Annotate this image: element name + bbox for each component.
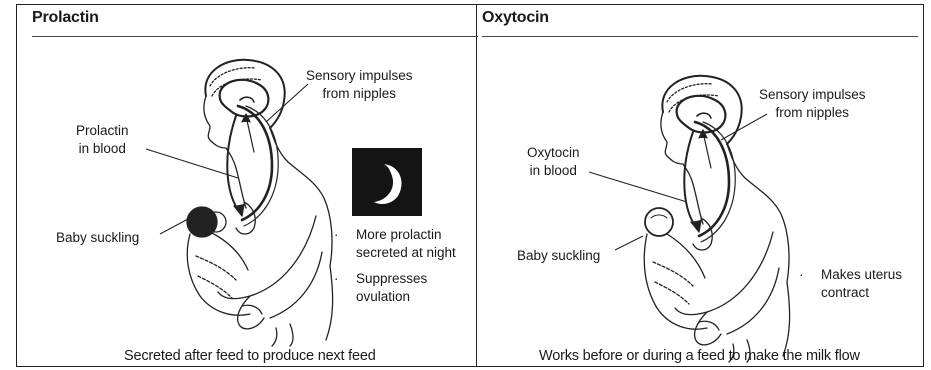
panel-caption: Works before or during a feed to make th… [539,347,860,365]
bullet-ovulation: · Suppresses ovulation [334,270,427,306]
sensory-impulses-label: Sensory impulses from nipples [759,86,866,122]
oxytocin-panel: Oxytocin [477,4,924,367]
bullet-text: Suppresses ovulation [356,270,427,306]
sensory-impulses-label: Sensory impulses from nipples [306,67,413,103]
bullet-text: More prolactin secreted at night [356,226,456,262]
prolactin-panel: Prolactin [16,4,476,367]
moon-icon [352,148,422,216]
pointer-lines [477,4,924,367]
baby-suckling-label: Baby suckling [517,247,600,265]
hormone-in-blood-label: Oxytocin in blood [527,144,580,180]
panel-caption: Secreted after feed to produce next feed [124,347,376,365]
baby-suckling-label: Baby suckling [56,229,139,247]
bullet-night: · More prolactin secreted at night [334,226,456,262]
bullet-dot: · [334,226,356,262]
bullet-dot: · [334,270,356,306]
bullet-uterus: · Makes uterus contract [799,266,902,302]
hormone-in-blood-label: Prolactin in blood [76,122,129,158]
bullet-dot: · [799,266,821,302]
bullet-text: Makes uterus contract [821,266,902,302]
